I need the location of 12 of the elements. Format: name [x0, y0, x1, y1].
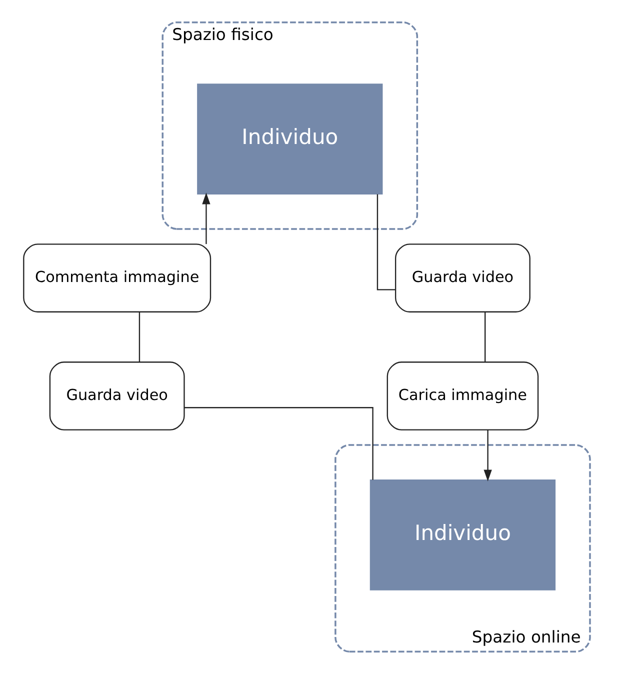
- node-box: Carica immagine: [386, 362, 539, 430]
- node-box: Guarda video: [394, 244, 530, 312]
- connector: [184, 407, 374, 480]
- node-box: Commenta immagine: [23, 244, 212, 312]
- node-box: Individuo: [197, 84, 383, 195]
- node-box: Guarda video: [49, 362, 185, 430]
- connector: [376, 194, 396, 290]
- node-box: Individuo: [370, 479, 556, 590]
- connector: [484, 312, 486, 362]
- arrow: [484, 430, 492, 482]
- arrow: [202, 192, 210, 244]
- connector: [138, 312, 140, 362]
